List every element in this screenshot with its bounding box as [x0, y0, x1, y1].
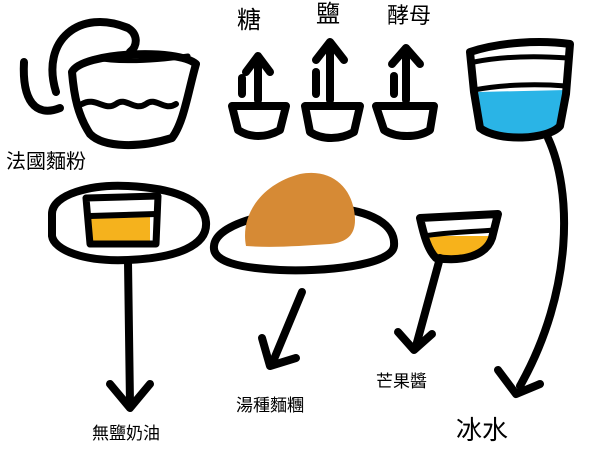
water-arrow-curve	[516, 134, 569, 390]
butter-arrow-shaft	[124, 258, 134, 408]
tangzhong-label: 湯種麵糰	[236, 396, 304, 416]
yeast-label: 酵母	[387, 4, 432, 29]
dough-arrowhead	[258, 334, 300, 370]
water-arrowhead	[494, 366, 544, 398]
ice-water-label: 冰水	[456, 416, 509, 446]
mango-jam-label: 芒果醬	[376, 372, 427, 392]
butter-arrowhead	[106, 380, 154, 412]
butter-plate-icon	[48, 181, 211, 265]
salt-bowl-icon	[301, 38, 364, 142]
french-flour-label: 法國麵粉	[6, 149, 86, 173]
sugar-bowl-icon	[228, 52, 290, 140]
yeast-bowl-icon	[372, 44, 438, 140]
ice-water-cup-icon	[466, 38, 574, 142]
dough-plate-icon	[210, 172, 399, 275]
flour-bowl-icon	[19, 18, 200, 149]
salt-label: 鹽	[316, 0, 340, 28]
sugar-label: 糖	[237, 6, 261, 34]
dough-arrow-shaft	[268, 288, 306, 368]
jam-arrow-shaft	[412, 254, 444, 350]
jam-cup-icon	[416, 210, 502, 264]
unsalted-butter-label: 無鹽奶油	[92, 424, 160, 444]
jam-arrowhead	[394, 328, 436, 354]
